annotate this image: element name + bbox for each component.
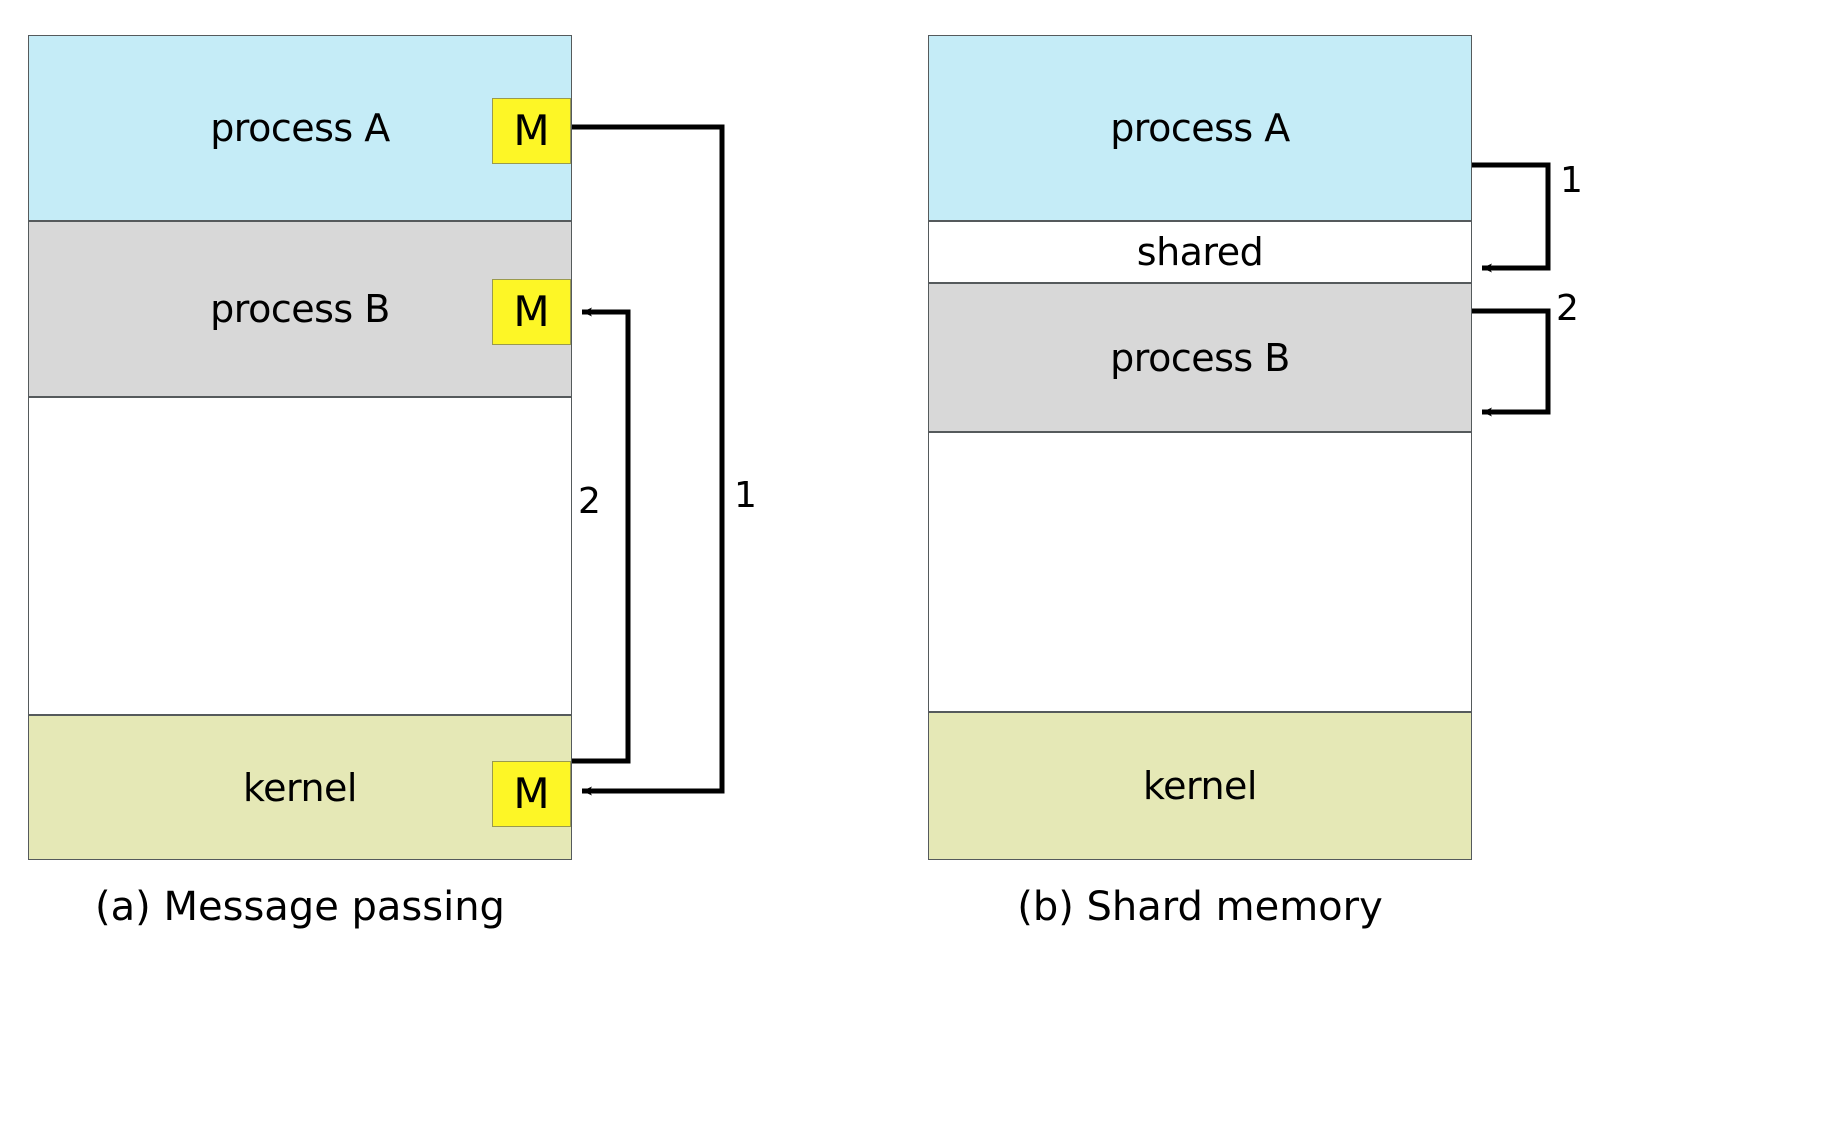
band-free-space	[28, 397, 572, 715]
caption-shared-memory: (b) Shard memory	[928, 884, 1472, 930]
step-label-2-text: 2	[578, 481, 601, 522]
step-b-label-1-text: 1	[1560, 160, 1583, 201]
message-box-process-a-label: M	[513, 106, 550, 155]
message-box-process-a: M	[492, 98, 571, 164]
band-b-process-a-label: process A	[1110, 106, 1290, 150]
band-b-kernel: kernel	[928, 712, 1472, 860]
band-b-shared-label: shared	[1136, 230, 1264, 274]
band-b-free-space	[928, 432, 1472, 712]
diagram-shared-memory: process A shared process B kernel	[900, 0, 1832, 1138]
band-process-a: process A	[28, 35, 572, 221]
diagram-message-passing: process A process B kernel M M M	[0, 0, 900, 1138]
band-kernel-label: kernel	[242, 765, 358, 810]
band-b-process-b-label: process B	[1110, 335, 1290, 380]
step-b-label-2-text: 2	[1556, 288, 1579, 329]
band-b-shared: shared	[928, 221, 1472, 283]
step-b-label-2: 2	[1556, 288, 1579, 329]
band-process-a-label: process A	[210, 106, 390, 150]
message-box-process-b-label: M	[513, 287, 550, 336]
message-box-process-b: M	[492, 279, 571, 345]
step-b-label-1: 1	[1560, 160, 1583, 201]
band-kernel: kernel	[28, 715, 572, 860]
caption-message-passing: (a) Message passing	[28, 884, 572, 930]
band-b-kernel-label: kernel	[1142, 764, 1258, 808]
band-process-b: process B	[28, 221, 572, 397]
step-label-2: 2	[578, 481, 601, 522]
band-b-process-b: process B	[928, 283, 1472, 432]
band-process-b-label: process B	[210, 287, 390, 331]
caption-shared-memory-text: (b) Shard memory	[1017, 884, 1383, 930]
step-label-1: 1	[734, 475, 757, 516]
message-box-kernel: M	[492, 761, 571, 827]
band-b-process-a: process A	[928, 35, 1472, 221]
message-box-kernel-label: M	[513, 769, 550, 818]
caption-message-passing-text: (a) Message passing	[95, 884, 505, 930]
step-label-1-text: 1	[734, 475, 757, 516]
